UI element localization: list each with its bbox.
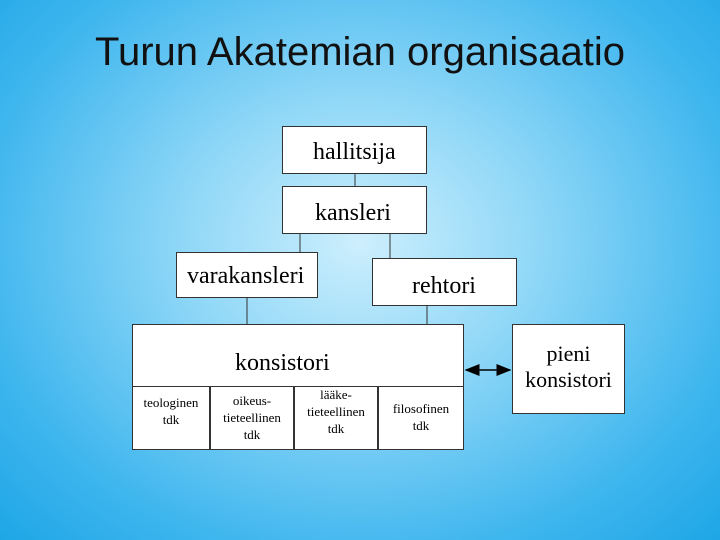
node-varakansleri-label: varakansleri	[187, 263, 305, 289]
node-pieni-konsistori: pieni konsistori	[512, 324, 625, 414]
faculty-teologinen: teologinen tdk	[132, 386, 210, 450]
faculty-oikeustieteellinen-label: oikeus- tieteellinen tdk	[223, 393, 281, 442]
faculty-filosofinen: filosofinen tdk	[378, 386, 464, 450]
node-rehtori: rehtori	[372, 258, 517, 306]
node-konsistori: konsistori	[132, 324, 464, 450]
node-varakansleri: varakansleri	[176, 252, 318, 298]
node-hallitsija-label: hallitsija	[313, 139, 396, 165]
node-rehtori-label: rehtori	[412, 273, 476, 299]
faculty-laaketieteellinen-label: lääke- tieteellinen tdk	[307, 387, 365, 436]
faculty-filosofinen-label: filosofinen tdk	[392, 401, 450, 433]
node-pieni-konsistori-label: pieni konsistori	[525, 341, 612, 393]
slide-title: Turun Akatemian organisaatio	[95, 30, 625, 74]
faculty-oikeustieteellinen: oikeus- tieteellinen tdk	[210, 386, 294, 450]
faculty-teologinen-label: teologinen tdk	[143, 395, 199, 427]
node-konsistori-label: konsistori	[235, 350, 330, 376]
faculty-laaketieteellinen: lääke- tieteellinen tdk	[294, 386, 378, 450]
node-kansleri: kansleri	[282, 186, 427, 234]
node-hallitsija: hallitsija	[282, 126, 427, 174]
node-kansleri-label: kansleri	[315, 200, 391, 226]
